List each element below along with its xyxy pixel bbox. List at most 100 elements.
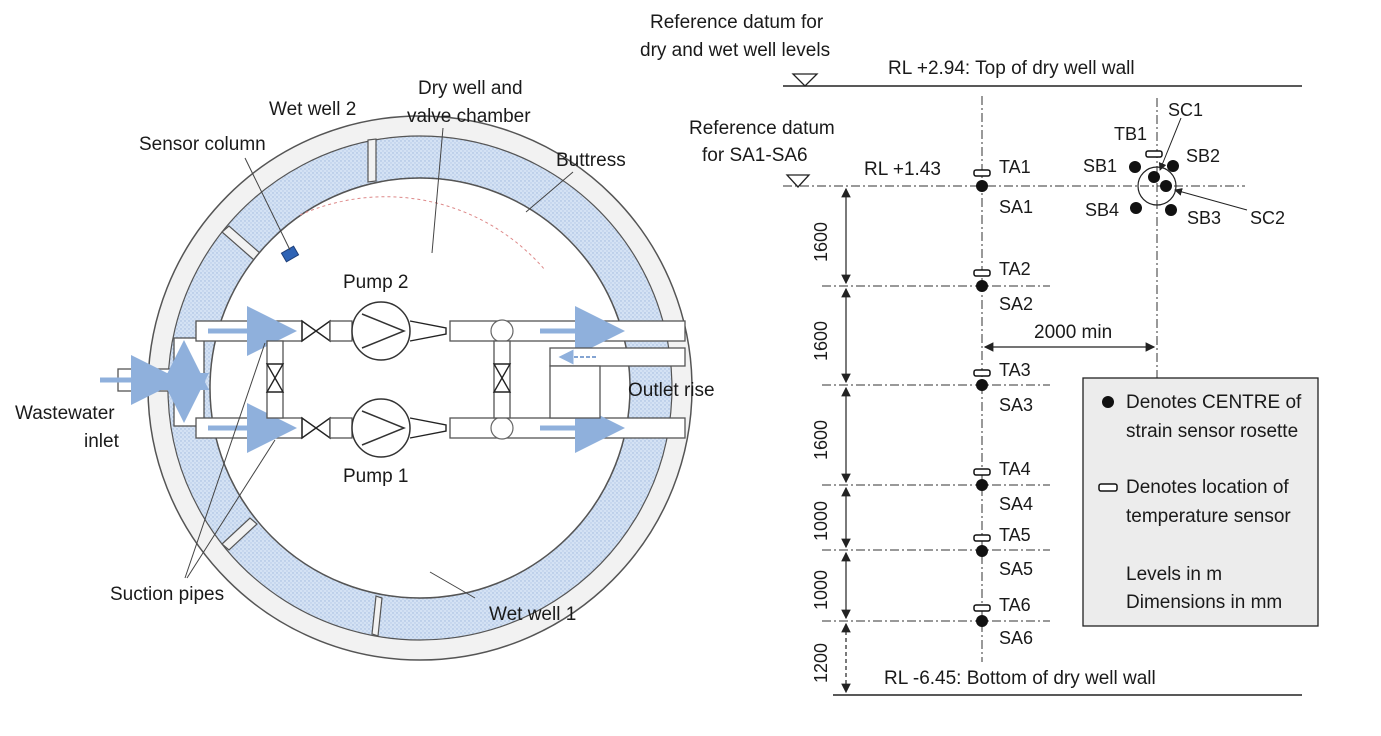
label-ta5: TA5: [999, 525, 1031, 545]
ref-top-line1: Reference datum for: [650, 12, 824, 33]
dim-1000-a: 1000: [811, 501, 831, 541]
legend-temp-2: temperature sensor: [1126, 506, 1291, 527]
dim-1000-b: 1000: [811, 570, 831, 610]
label-sa1: SA1: [999, 197, 1033, 217]
label-ta6: TA6: [999, 595, 1031, 615]
strain-sensor-sb3: [1165, 204, 1177, 216]
pipe-seg-1: [329, 320, 353, 342]
label-buttress: Buttress: [556, 150, 626, 171]
legend-levels: Levels in m: [1126, 564, 1222, 585]
rosette-circle: [1137, 166, 1177, 206]
strain-sensor-sb2: [1167, 160, 1179, 172]
suction-leader-1: [184, 342, 266, 579]
temp-sensor-ta5: [973, 534, 991, 542]
strain-sensor-sc2: [1160, 180, 1172, 192]
legend-dot-icon: [1102, 396, 1114, 408]
datum-triangle-top: [791, 73, 819, 87]
ref-sa-line2: for SA1-SA6: [702, 145, 808, 166]
label-sb2: SB2: [1186, 146, 1220, 166]
label-sb3: SB3: [1187, 208, 1221, 228]
inlet-manifold: [173, 337, 205, 427]
label-sb1: SB1: [1083, 156, 1117, 176]
cross-pipe-right: [493, 340, 511, 419]
strain-sensor-sb1: [1129, 161, 1141, 173]
dim-1600-a: 1600: [811, 222, 831, 262]
label-top-wall: RL +2.94: Top of dry well wall: [888, 58, 1135, 79]
label-rl-143: RL +1.43: [864, 159, 941, 180]
label-wastewater-1: Wastewater: [15, 403, 115, 424]
strain-sensor-sa6: [976, 615, 988, 627]
temp-sensor-ta2: [973, 269, 991, 277]
label-sa2: SA2: [999, 294, 1033, 314]
ref-sa-line1: Reference datum: [689, 118, 835, 139]
label-sa3: SA3: [999, 395, 1033, 415]
sensor-column-a: [973, 169, 991, 627]
temp-sensor-ta1: [973, 169, 991, 177]
temp-sensor-ta3: [973, 369, 991, 377]
label-sc2: SC2: [1250, 208, 1285, 228]
suction-leader-2: [186, 439, 276, 579]
label-ta3: TA3: [999, 360, 1031, 380]
label-dry-well-2: valve chamber: [407, 106, 531, 127]
label-sa6: SA6: [999, 628, 1033, 648]
label-outlet-rise: Outlet rise: [628, 380, 715, 401]
legend-box: [1082, 377, 1319, 627]
strain-sensor-sb4: [1130, 202, 1142, 214]
temp-sensor-tb1: [1145, 150, 1163, 158]
legend: Denotes CENTRE of strain sensor rosette …: [1082, 377, 1319, 627]
label-sc1: SC1: [1168, 100, 1203, 120]
reducer-2: [409, 320, 447, 342]
dry-well-leader: [431, 127, 444, 254]
dim-1200: 1200: [811, 643, 831, 683]
strain-sensor-sa2: [976, 280, 988, 292]
buttress-leader: [525, 171, 574, 213]
elevation-view: Reference datum for dry and wet well lev…: [640, 12, 1319, 696]
dry-well: [209, 177, 631, 599]
outlet-rise-pipe: [549, 347, 686, 367]
legend-centre-1: Denotes CENTRE of: [1126, 392, 1302, 413]
label-wastewater-2: inlet: [84, 431, 120, 452]
cross-pipe-left: [266, 340, 284, 419]
label-wet-well-1: Wet well 1: [489, 604, 576, 625]
outlet-chamber: [549, 365, 601, 419]
reducer-1: [409, 417, 447, 439]
label-sb4: SB4: [1085, 200, 1119, 220]
dim-1600-c: 1600: [811, 420, 831, 460]
dim-1600-b: 1600: [811, 321, 831, 361]
label-sa4: SA4: [999, 494, 1033, 514]
legend-temp-icon: [1098, 483, 1118, 492]
label-dry-well-1: Dry well and: [418, 78, 523, 99]
label-ta2: TA2: [999, 259, 1031, 279]
legend-centre-2: strain sensor rosette: [1126, 421, 1298, 442]
wet-well-1-leader: [429, 571, 476, 599]
temp-sensor-ta4: [973, 468, 991, 476]
dim-2000-min: 2000 min: [1034, 322, 1112, 343]
strain-sensor-sc1: [1148, 171, 1160, 183]
sensor-column-marker: [280, 245, 300, 263]
label-suction-pipes: Suction pipes: [110, 584, 224, 605]
pump-1: [351, 398, 411, 458]
strain-sensor-sa3: [976, 379, 988, 391]
valve-left: [265, 363, 285, 393]
ref-top-line2: dry and wet well levels: [640, 40, 830, 61]
check-valve-top: [490, 319, 514, 343]
label-wet-well-2: Wet well 2: [269, 99, 356, 120]
label-ta4: TA4: [999, 459, 1031, 479]
strain-sensor-sa1: [976, 180, 988, 192]
datum-triangle-sa: [785, 174, 811, 188]
strain-sensor-sa5: [976, 545, 988, 557]
label-pump-2: Pump 2: [343, 272, 408, 293]
temp-sensor-ta6: [973, 604, 991, 612]
valve-right: [492, 363, 512, 393]
label-ta1: TA1: [999, 157, 1031, 177]
label-sa5: SA5: [999, 559, 1033, 579]
pipe-seg-2: [329, 417, 353, 439]
label-tb1: TB1: [1114, 124, 1147, 144]
legend-temp-1: Denotes location of: [1126, 477, 1289, 498]
pump-2: [351, 301, 411, 361]
label-sensor-column: Sensor column: [139, 134, 266, 155]
buttress-dashed-arc: [299, 196, 546, 271]
legend-dims: Dimensions in mm: [1126, 592, 1282, 613]
sensor-cluster-b: [1129, 117, 1248, 216]
